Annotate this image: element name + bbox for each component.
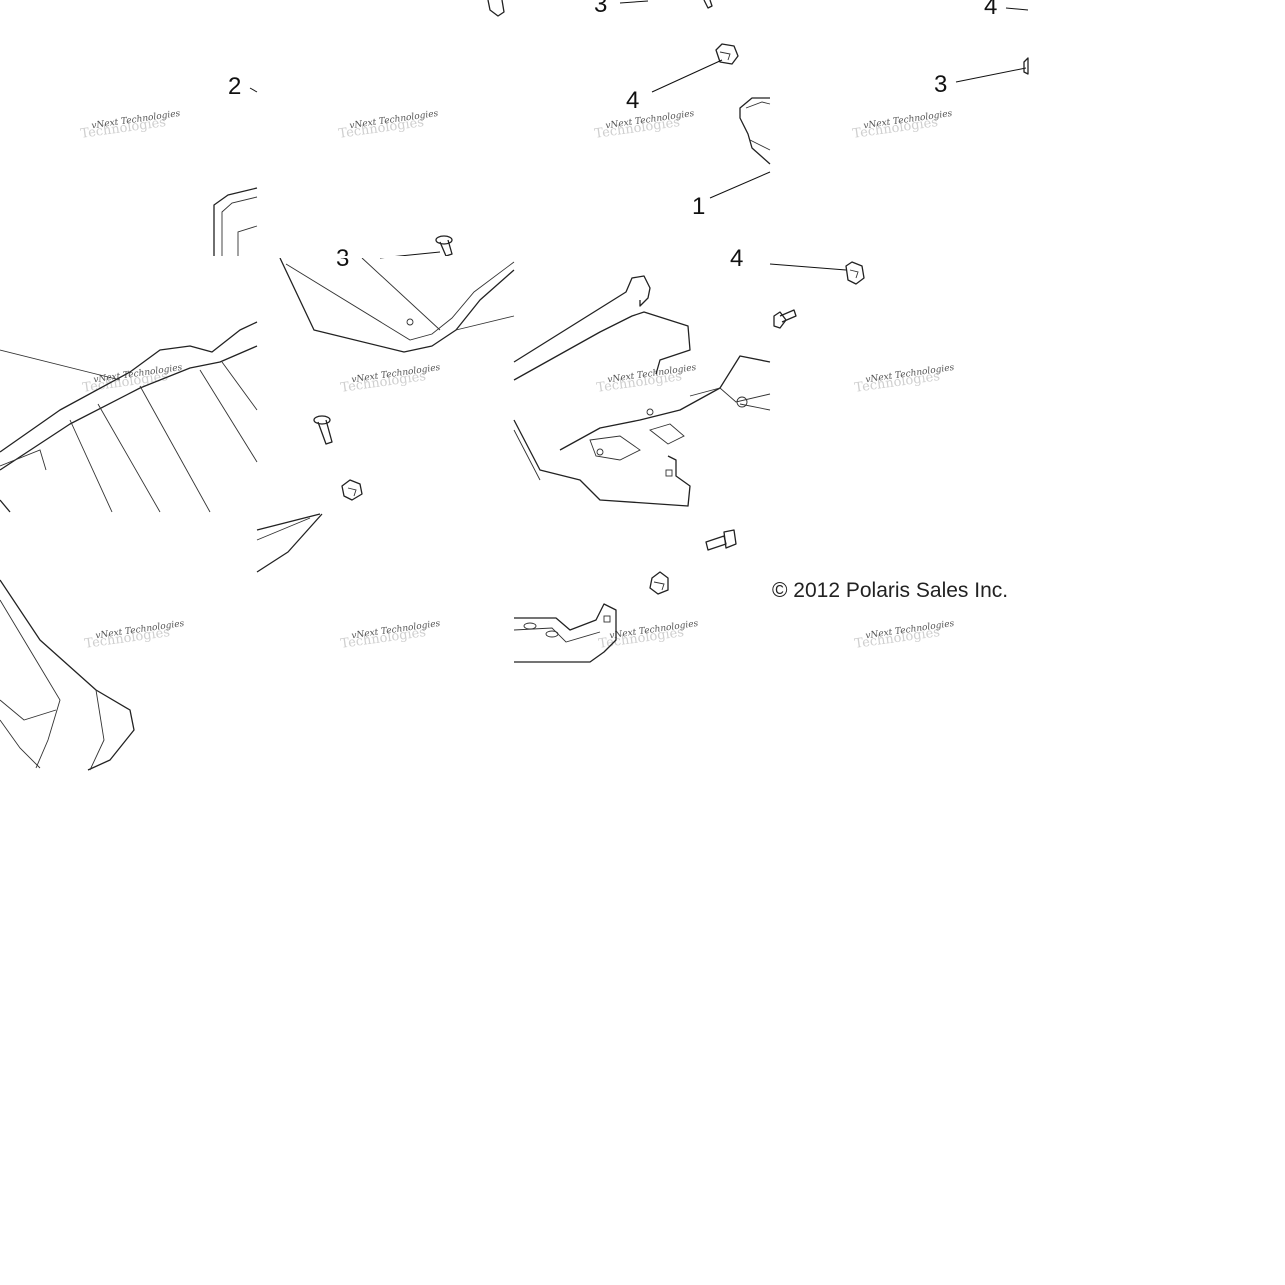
bracket-hole-a: [646, 408, 654, 416]
skid-plate-corner: [213, 187, 258, 256]
tile-r2c3: [513, 275, 771, 507]
bracket-cutout-2: [649, 423, 685, 445]
tile-r1c4: [955, 7, 1029, 83]
bracket-bottom-slot: [603, 615, 611, 623]
push-rivet-mid: [313, 415, 333, 445]
push-nut-lower: [649, 571, 669, 595]
leader-line-2: [249, 87, 258, 93]
skid-plate-rib-c: [139, 385, 211, 513]
skid-plate-notch: [0, 449, 47, 471]
callout-1: 1: [692, 193, 705, 220]
fastener-top: [703, 0, 713, 9]
bracket-side-wall: [513, 311, 691, 381]
bracket-hole-b: [596, 448, 604, 456]
push-rivet-top: [435, 235, 453, 257]
callout-2: 2: [228, 73, 241, 100]
guard-plate-outline: [279, 257, 515, 353]
plate-fragment-top: [256, 513, 321, 531]
callout-4: 4: [984, 0, 997, 20]
leader-line-4a: [651, 59, 723, 93]
skid-plate-lower: [0, 499, 11, 513]
bracket-bottom-fold: [513, 627, 601, 643]
bracket-bottom-hole-a: [523, 622, 537, 630]
skid-plate-rib-e: [221, 361, 258, 411]
skid-plate-crease: [0, 349, 121, 381]
leader-line-1: [709, 171, 771, 199]
bracket-edge: [513, 429, 541, 481]
guard-plate-hole: [406, 318, 414, 326]
leader-line-3b: [955, 67, 1027, 83]
skid-plate-edge: [221, 196, 258, 256]
skid-plate-lower-fold: [0, 599, 61, 769]
bracket-base: [513, 419, 691, 507]
push-nut-mid: [341, 479, 363, 501]
tile-r1c3: [619, 0, 771, 199]
callout-3: 3: [336, 245, 349, 272]
tile-seam: [257, 256, 514, 258]
mount-bracket: [487, 0, 505, 17]
leader-line-4b: [1005, 7, 1029, 11]
tile-r3c2: [256, 513, 323, 573]
tile-r2c2: [279, 235, 515, 501]
callout-3: 3: [594, 0, 607, 18]
bracket-arm-lower: [739, 403, 771, 411]
skid-plate-bump: [0, 699, 57, 721]
callout-4: 4: [730, 245, 743, 272]
tile-r1c2: [487, 0, 505, 17]
plate-fragment-edge: [256, 513, 323, 573]
skid-plate-top-edge: [0, 321, 258, 453]
push-nut: [715, 43, 739, 65]
fastener-edge: [1023, 57, 1029, 75]
tile-r1c1: [213, 87, 258, 256]
tile-r3c3: [513, 529, 737, 663]
bracket-bottom: [514, 603, 617, 663]
bolt-right: [773, 309, 797, 329]
bracket-slot: [665, 469, 673, 477]
guard-plate-fold: [361, 257, 441, 331]
bolt-lower: [705, 529, 737, 551]
bracket-top-flange: [513, 275, 651, 363]
skid-plate-lower-edge: [0, 579, 135, 771]
bracket-part-1: [739, 97, 771, 165]
skid-plate-rib-b: [97, 403, 161, 513]
callout-4: 4: [626, 87, 639, 114]
skid-plate-ridge: [0, 345, 258, 471]
leader-line-4c: [769, 263, 847, 271]
tile-r2c4: [769, 261, 865, 329]
guard-plate-edge: [455, 315, 515, 331]
tile-r2c1: [0, 321, 258, 513]
bracket-arm: [689, 387, 771, 403]
plate-fragment-inner: [256, 517, 311, 541]
skid-plate-rib-a: [69, 419, 113, 513]
copyright-text: © 2012 Polaris Sales Inc.: [772, 579, 1008, 602]
leader-line-3a: [619, 0, 649, 4]
callout-3: 3: [934, 71, 947, 98]
skid-plate-rib-d: [199, 369, 258, 463]
bracket-plate: [559, 355, 771, 451]
bracket-cutout: [589, 435, 641, 461]
bracket-bottom-hole-b: [545, 630, 559, 638]
bracket-hole-c: [736, 396, 748, 408]
push-nut-right: [845, 261, 865, 285]
guard-plate-inner: [285, 261, 515, 341]
skid-plate-corner-lower: [89, 689, 105, 771]
skid-plate-bump-lower: [0, 719, 41, 769]
skid-plate-rib: [237, 225, 258, 256]
tile-r3c1: [0, 579, 135, 771]
